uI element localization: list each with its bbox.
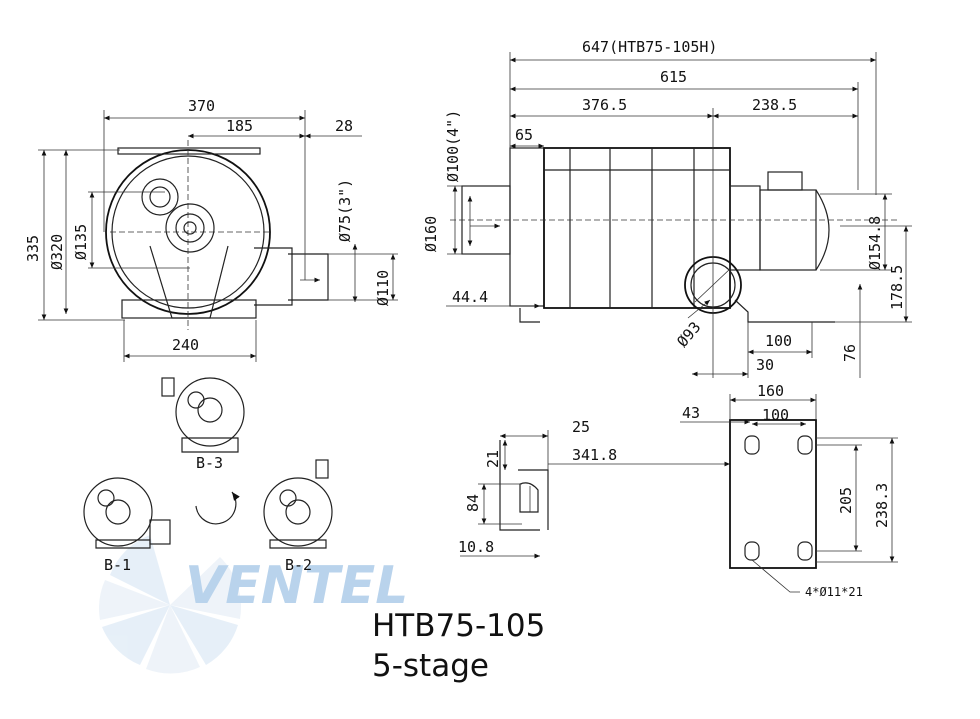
dim-dia-160: Ø160 [422, 216, 440, 252]
dim-43: 43 [682, 404, 700, 422]
label-b3: B-3 [196, 454, 223, 472]
label-b2: B-2 [285, 556, 312, 574]
dim-238-3: 238.3 [873, 483, 891, 528]
dim-100-base: 100 [765, 332, 792, 350]
dim-376-5: 376.5 [582, 96, 627, 114]
dim-65: 65 [515, 126, 533, 144]
dim-160-plate: 160 [757, 382, 784, 400]
dim-335: 335 [24, 235, 42, 262]
front-view: 370 185 28 335 Ø320 Ø135 Ø75(3") Ø110 24… [24, 97, 398, 362]
dim-44-4: 44.4 [452, 288, 488, 306]
dim-341-8: 341.8 [572, 446, 617, 464]
model-stages: 5-stage [372, 648, 489, 684]
dim-205: 205 [837, 487, 855, 514]
dim-100-plate: 100 [762, 406, 789, 424]
label-b1: B-1 [104, 556, 131, 574]
dim-178-5: 178.5 [888, 265, 906, 310]
dim-238-5: 238.5 [752, 96, 797, 114]
base-plate-view: 160 43 100 205 238.3 4*Ø11*21 [680, 382, 898, 599]
dim-10-8: 10.8 [458, 538, 494, 556]
dim-28: 28 [335, 117, 353, 135]
dim-dia-93: Ø93 [673, 318, 704, 350]
orientation-b3: B-3 [161, 377, 245, 472]
dim-dia-75: Ø75(3") [336, 179, 354, 242]
dim-dia-154-8: Ø154.8 [866, 216, 884, 270]
bracket-view: 25 21 341.8 84 10.8 [458, 418, 730, 559]
model-name: HTB75-105 [372, 608, 546, 644]
dim-dia-135: Ø135 [72, 224, 90, 260]
watermark-logo: VENTEL [99, 535, 408, 674]
dim-240: 240 [172, 336, 199, 354]
dim-holes: 4*Ø11*21 [805, 585, 863, 599]
dim-30: 30 [756, 356, 774, 374]
dim-76: 76 [841, 344, 859, 362]
orientation-b1: B-1 [83, 477, 171, 574]
model-caption: HTB75-105 5-stage [372, 606, 545, 686]
dim-25: 25 [572, 418, 590, 436]
dim-dia-110: Ø110 [374, 270, 392, 306]
dim-dia-320: Ø320 [48, 234, 66, 270]
dim-370: 370 [188, 97, 215, 115]
dim-615: 615 [660, 68, 687, 86]
dim-84: 84 [464, 494, 482, 512]
orientation-b2: B-2 [263, 459, 333, 574]
rotation-arrow-icon [195, 491, 240, 525]
dim-185: 185 [226, 117, 253, 135]
dim-21: 21 [484, 450, 502, 468]
watermark-text: VENTEL [185, 556, 408, 616]
dim-647: 647(HTB75-105H) [582, 38, 717, 56]
dim-dia-100: Ø100(4") [444, 110, 462, 182]
side-view: 647(HTB75-105H) 615 376.5 238.5 65 Ø100(… [422, 38, 912, 378]
